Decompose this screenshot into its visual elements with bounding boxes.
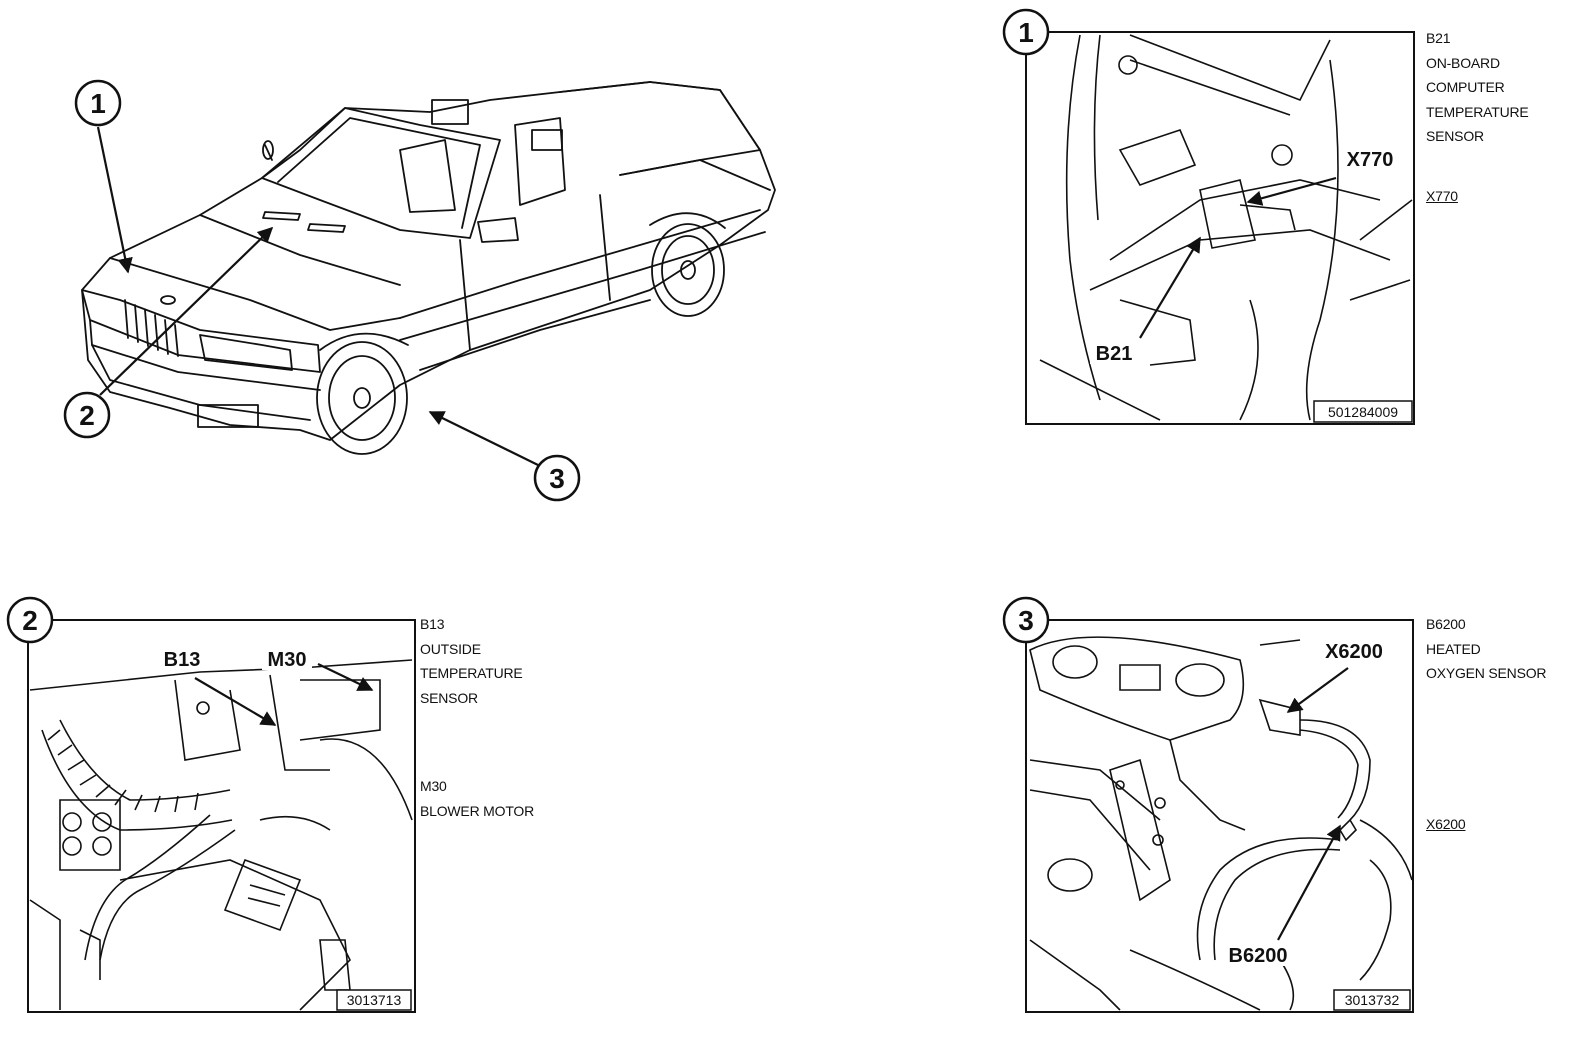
panel-3-number: 3 xyxy=(1018,605,1034,636)
panel-3-label-x6200: X6200 xyxy=(1325,641,1383,663)
arrow-callout-3 xyxy=(428,411,539,466)
panel-1-caption-line-1: ON-BOARD xyxy=(1426,54,1500,71)
panel-2-caption-line-2: TEMPERATURE xyxy=(420,665,523,681)
panel-1-caption-line-2: COMPUTER xyxy=(1426,79,1505,95)
panel-3-caption-line-2: OXYGEN SENSOR xyxy=(1426,665,1547,681)
overview-callout-2: 2 xyxy=(63,391,111,439)
overview-arrows xyxy=(96,126,539,466)
panel-3-caption: B6200 HEATED OXYGEN SENSOR xyxy=(1426,612,1547,686)
panel-1-caption-code: B21 xyxy=(1426,30,1451,46)
overview-callout-2-number: 2 xyxy=(79,400,95,431)
panel-1-illustration xyxy=(1039,34,1413,421)
panel-3: X6200 B6200 3013732 3 xyxy=(1002,596,1414,1013)
panel-2-caption-line-3: SENSOR xyxy=(420,689,478,706)
panel-2-caption-line-1: OUTSIDE xyxy=(420,640,481,657)
overview-callout-1: 1 xyxy=(74,79,122,127)
panel-2-number: 2 xyxy=(22,605,38,636)
panel-2: B13 M30 3013713 2 xyxy=(6,596,416,1013)
panel-3-caption-connector: X6200 xyxy=(1426,816,1466,832)
panel-1-caption-connector: X770 xyxy=(1426,188,1458,204)
panel-1-label-b21: B21 xyxy=(1096,343,1133,365)
panel-1-caption-line-3: TEMPERATURE xyxy=(1426,103,1529,120)
panel-3-caption-line-1: HEATED xyxy=(1426,640,1481,657)
panel-1-label-x770: X770 xyxy=(1347,149,1394,171)
panel-2-label-b13: B13 xyxy=(164,649,201,671)
panel-2-label-m30: M30 xyxy=(268,649,307,671)
panel-2-figure-id: 3013713 xyxy=(347,992,402,1008)
arrow-callout-1 xyxy=(96,126,133,274)
panel-2-caption-code: B13 xyxy=(420,616,445,632)
panel-1-caption: B21 ON-BOARD COMPUTER TEMPERATURE SENSOR xyxy=(1426,26,1529,149)
panel-3-figure-id: 3013732 xyxy=(1345,992,1400,1008)
car-illustration xyxy=(81,81,776,455)
panel-1-number: 1 xyxy=(1018,17,1034,48)
panel-1-figure-id: 501284009 xyxy=(1328,404,1398,420)
panel-2-illustration xyxy=(29,659,413,1011)
panel-2-caption-b: M30 BLOWER MOTOR xyxy=(420,774,534,823)
panel-3-caption-code: B6200 xyxy=(1426,616,1466,632)
arrow-callout-2 xyxy=(99,226,274,396)
panel-2-caption: B13 OUTSIDE TEMPERATURE SENSOR xyxy=(420,612,523,710)
overview-callout-1-number: 1 xyxy=(90,88,106,119)
panel-3-label-b6200: B6200 xyxy=(1229,945,1288,967)
overview-callout-3-number: 3 xyxy=(549,463,565,494)
panel-3-illustration xyxy=(1029,636,1413,1011)
panel-2-caption-line-4: BLOWER MOTOR xyxy=(420,802,535,819)
overview-callout-3: 3 xyxy=(533,454,581,502)
panel-1-caption-line-4: SENSOR xyxy=(1426,128,1484,144)
panel-2-caption-code-2: M30 xyxy=(420,778,447,794)
panel-1: X770 B21 501284009 1 xyxy=(1002,8,1415,425)
